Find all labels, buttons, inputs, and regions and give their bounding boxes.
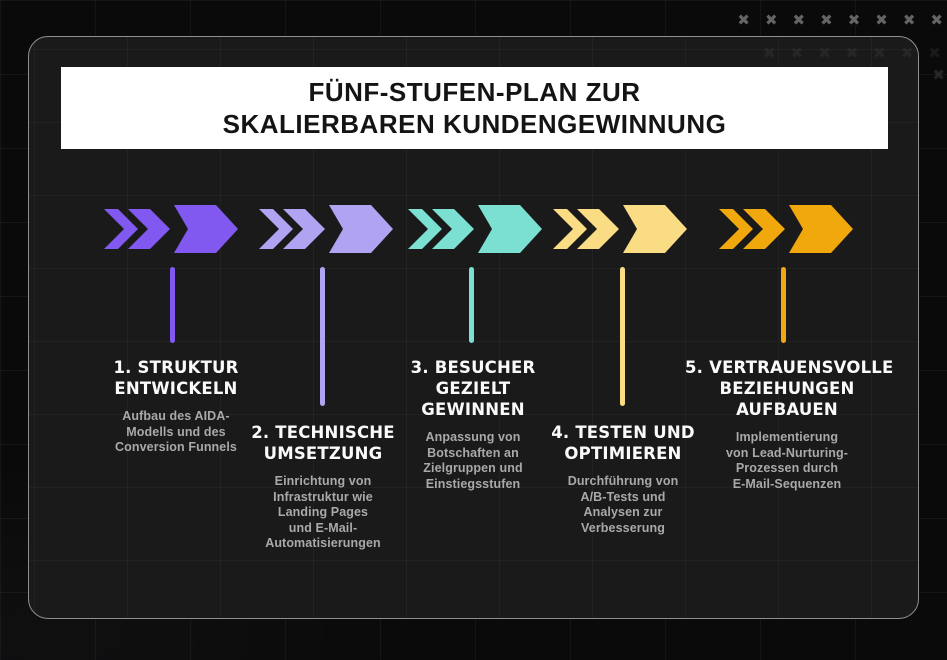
x-mark-icon: ✖: [847, 11, 861, 29]
stage-4-desc-line: Analysen zur: [583, 505, 663, 519]
stage-3-title-line: 3. BESUCHER: [410, 358, 536, 377]
stage-5-title-line: BEZIEHUNGEN: [719, 379, 855, 398]
stage-3-title-line: GEWINNEN: [421, 400, 525, 419]
stage-2-description: Einrichtung von Infrastruktur wie Landin…: [238, 474, 408, 552]
stage-3-connector-line: [469, 267, 474, 343]
title-banner: FÜNF-STUFEN-PLAN ZUR SKALIERBAREN KUNDEN…: [61, 67, 888, 149]
stage-5-title-line: AUFBAUEN: [736, 400, 838, 419]
stage-2-desc-line: und E-Mail-: [288, 520, 358, 535]
stage-4-desc-line: A/B-Tests und: [580, 489, 666, 504]
x-mark-icon: ✖: [818, 44, 831, 62]
x-mark-icon: ✖: [900, 44, 914, 62]
stage-5-connector-line: [781, 267, 786, 343]
x-mark-icon: ✖: [762, 44, 776, 62]
x-mark-icon: ✖: [764, 11, 778, 29]
title-line-2: SKALIERBAREN KUNDENGEWINNUNG: [222, 109, 727, 139]
stage-4-description: Durchführung von A/B-Tests und Analysen …: [538, 474, 708, 536]
stage-2-connector-line: [320, 267, 325, 406]
stage-4-title: 4. TESTEN UND OPTIMIEREN: [538, 422, 708, 464]
x-mark-icon: ✖: [875, 11, 888, 29]
stage-4-title-line: 4. TESTEN UND: [551, 423, 695, 442]
stage-2-arrows-icon: [259, 205, 393, 253]
stage-5-desc-line: Implementierung: [735, 430, 839, 444]
stage-3-title: 3. BESUCHER GEZIELT GEWINNEN: [388, 357, 558, 420]
stage-1-title-line: ENTWICKELN: [114, 379, 238, 398]
stage-4-desc-line: Verbesserung: [581, 520, 665, 535]
stage-5-desc-line: Prozessen durch: [735, 461, 839, 475]
stage-3-desc-line: Botschaften an: [427, 445, 519, 460]
stage-3-description: Anpassung von Botschaften an Zielgruppen…: [388, 430, 558, 492]
stage-2-text: 2. TECHNISCHE UMSETZUNG Einrichtung von …: [238, 422, 408, 552]
stage-3-arrows-icon: [408, 205, 542, 253]
stage-5-desc-line: von Lead-Nurturing-: [725, 445, 849, 460]
chevron-medium-icon: [128, 209, 170, 249]
arrow-big-icon: [478, 205, 542, 253]
chevron-medium-icon: [432, 209, 474, 249]
stage-1-desc-line: Modells und des: [126, 424, 226, 439]
stage-2-title-line: UMSETZUNG: [263, 444, 383, 463]
stage-1-text: 1. STRUKTUR ENTWICKELN Aufbau des AIDA- …: [91, 357, 261, 456]
stage-4-desc-line: Durchführung von: [567, 474, 679, 488]
stage-5-description: Implementierung von Lead-Nurturing- Proz…: [685, 430, 889, 492]
x-pattern-single: ✖: [932, 66, 945, 84]
stage-5-title-line: 5. VERTRAUENSVOLLE: [685, 358, 894, 377]
stage-1-description: Aufbau des AIDA- Modells und des Convers…: [91, 409, 261, 456]
x-mark-icon: ✖: [928, 44, 941, 62]
arrow-big-icon: [789, 205, 853, 253]
chevron-small-icon: [553, 209, 587, 249]
x-mark-icon: ✖: [737, 11, 750, 29]
x-mark-icon: ✖: [820, 11, 833, 29]
stage-1-desc-line: Conversion Funnels: [115, 440, 237, 454]
x-mark-icon: ✖: [932, 66, 945, 84]
chevron-medium-icon: [283, 209, 325, 249]
stage-2-desc-line: Automatisierungen: [265, 536, 381, 550]
arrow-big-icon: [329, 205, 393, 253]
stage-2-desc-line: Landing Pages: [277, 505, 369, 519]
stage-2-title-line: 2. TECHNISCHE: [251, 423, 395, 442]
chevron-small-icon: [104, 209, 138, 249]
stage-1-arrows-icon: [104, 205, 238, 253]
stage-2-title: 2. TECHNISCHE UMSETZUNG: [238, 422, 408, 464]
chevron-medium-icon: [743, 209, 785, 249]
stage-5-title: 5. VERTRAUENSVOLLE BEZIEHUNGEN AUFBAUEN: [685, 357, 894, 420]
stage-4-arrows-icon: [553, 205, 687, 253]
infographic-panel: FÜNF-STUFEN-PLAN ZUR SKALIERBAREN KUNDEN…: [28, 36, 919, 619]
stage-3-desc-line: Einstiegsstufen: [425, 476, 521, 491]
arrow-big-icon: [174, 205, 238, 253]
stage-1-connector-line: [170, 267, 175, 343]
stage-4-connector-line: [620, 267, 625, 406]
stage-3-desc-line: Anpassung von: [425, 430, 521, 444]
stage-5-desc-line: E-Mail-Sequenzen: [732, 476, 842, 491]
x-mark-icon: ✖: [930, 11, 943, 29]
x-mark-icon: ✖: [902, 11, 916, 29]
stage-3-desc-line: Zielgruppen und: [423, 461, 523, 475]
title-line-1: FÜNF-STUFEN-PLAN ZUR: [308, 77, 641, 107]
stage-4-title-line: OPTIMIEREN: [564, 444, 682, 463]
stage-3-text: 3. BESUCHER GEZIELT GEWINNEN Anpassung v…: [388, 357, 558, 492]
arrow-big-icon: [623, 205, 687, 253]
chevron-small-icon: [259, 209, 293, 249]
x-mark-icon: ✖: [790, 44, 804, 62]
x-mark-icon: ✖: [873, 44, 886, 62]
stage-1-desc-line: Aufbau des AIDA-: [122, 409, 230, 423]
chevron-small-icon: [408, 209, 442, 249]
stage-1-title-line: 1. STRUKTUR: [113, 358, 239, 377]
stage-4-text: 4. TESTEN UND OPTIMIEREN Durchführung vo…: [538, 422, 708, 536]
x-mark-icon: ✖: [792, 11, 806, 29]
stage-2-desc-line: Infrastruktur wie: [273, 489, 373, 504]
stage-5-text: 5. VERTRAUENSVOLLE BEZIEHUNGEN AUFBAUEN …: [685, 357, 894, 492]
x-mark-icon: ✖: [845, 44, 859, 62]
chevron-medium-icon: [577, 209, 619, 249]
chevron-small-icon: [719, 209, 753, 249]
stage-5-arrows-icon: [719, 205, 853, 253]
x-pattern-row-faint: ✖ ✖ ✖ ✖ ✖ ✖ ✖: [763, 44, 941, 62]
stage-2-desc-line: Einrichtung von: [274, 474, 372, 488]
stage-1-title: 1. STRUKTUR ENTWICKELN: [91, 357, 261, 399]
x-pattern-row-top: ✖ ✖ ✖ ✖ ✖ ✖ ✖ ✖: [737, 11, 943, 29]
stage-3-title-line: GEZIELT: [435, 379, 511, 398]
